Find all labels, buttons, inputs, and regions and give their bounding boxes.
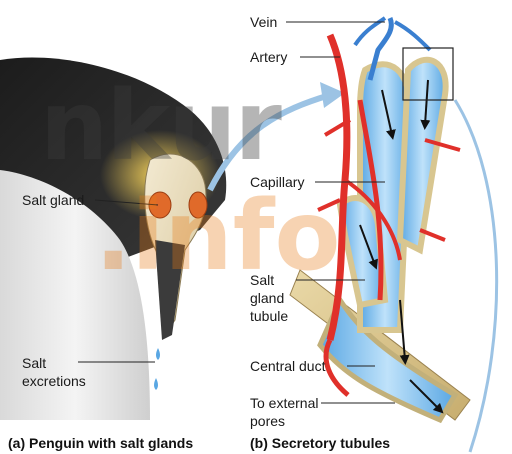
- label-pores-2: pores: [250, 413, 285, 429]
- vein-vessel: [395, 22, 430, 50]
- caption-b: (b) Secretory tubules: [250, 435, 390, 451]
- label-salt-excretions-2: excretions: [22, 373, 86, 389]
- penguin-beak: [155, 240, 185, 340]
- tubule-right: [400, 60, 446, 250]
- label-tubule-3: tubule: [250, 308, 288, 324]
- salt-droplet: [156, 348, 160, 360]
- label-salt-gland: Salt gland: [22, 192, 84, 208]
- label-vein: Vein: [250, 14, 277, 30]
- label-central-duct: Central duct: [250, 358, 325, 374]
- salt-droplet: [154, 378, 158, 390]
- label-capillary: Capillary: [250, 174, 304, 190]
- label-artery: Artery: [250, 49, 287, 65]
- salt-gland-right: [189, 192, 207, 218]
- artery-vessel: [318, 200, 340, 210]
- caption-a: (a) Penguin with salt glands: [8, 435, 193, 451]
- label-salt-excretions-1: Salt: [22, 355, 46, 371]
- label-pores-1: To external: [250, 395, 318, 411]
- label-tubule-2: gland: [250, 290, 284, 306]
- label-tubule-1: Salt: [250, 272, 274, 288]
